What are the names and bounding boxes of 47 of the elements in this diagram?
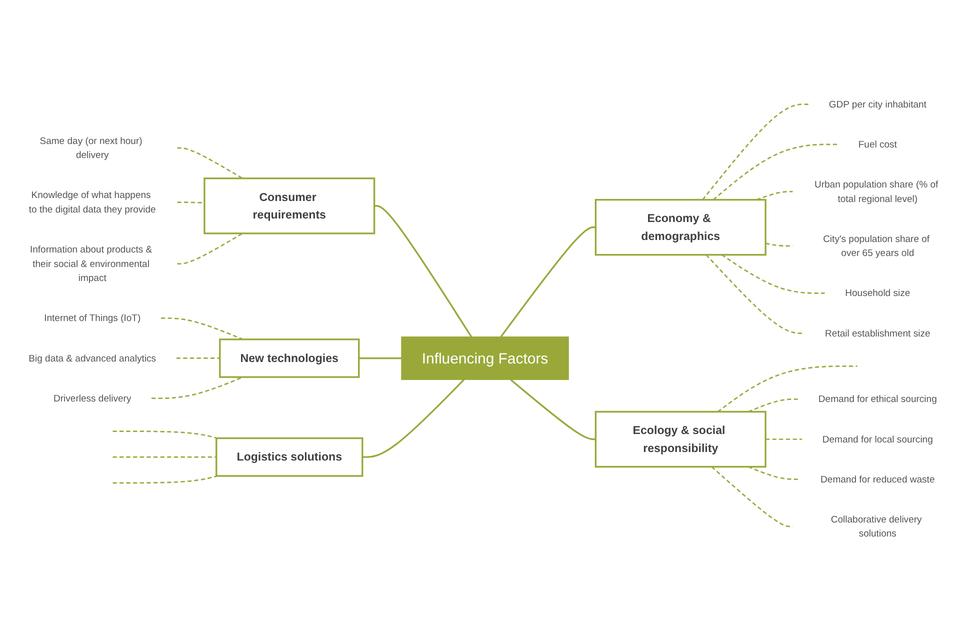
node-text: Knowledge of what happens to the digital data they provide — [28, 189, 156, 215]
connector — [721, 254, 825, 294]
node-box: Economy & demographics — [594, 198, 766, 256]
connector — [374, 205, 472, 338]
connector — [702, 104, 808, 200]
node-box: New technologies — [219, 338, 360, 378]
connector — [177, 202, 204, 204]
connector — [712, 144, 838, 200]
node-text: Retail establishment size — [825, 327, 930, 338]
node-text: Information about products & their social & environmental impact — [30, 244, 152, 284]
connector — [766, 438, 802, 440]
connector — [161, 317, 244, 340]
node-text: Big data & advanced analytics — [28, 352, 156, 364]
node-text: Demand for reduced waste — [820, 474, 935, 484]
connector — [717, 366, 858, 412]
connector — [765, 242, 793, 247]
node-text: Internet of Things (IoT) — [44, 312, 141, 324]
node-box: Ecology & social responsibility — [594, 410, 766, 468]
connector — [510, 378, 596, 440]
node-text: Urban population share (% of total regional level) — [814, 178, 938, 204]
connector — [711, 466, 793, 528]
connector — [748, 466, 800, 480]
connector — [152, 376, 244, 399]
connector — [177, 232, 243, 264]
node-text: Fuel cost — [858, 138, 897, 150]
node-text: Same day (or next hour) delivery — [40, 135, 142, 160]
connector — [112, 475, 218, 484]
node-box: Influencing Factors — [401, 336, 569, 380]
node-box: Consumer requirements — [204, 178, 376, 234]
node-text: Collaborative delivery solutions — [830, 514, 922, 539]
connector — [112, 430, 218, 439]
node-text: GDP per city inhabitant — [828, 98, 926, 110]
connector — [748, 398, 798, 412]
connector — [358, 357, 402, 360]
connector — [756, 190, 793, 200]
node-text: Demand for ethical sourcing — [818, 393, 937, 404]
connector — [706, 254, 805, 334]
connector — [177, 147, 243, 179]
connector — [112, 456, 216, 458]
connector — [176, 358, 220, 359]
node-text: Driverless delivery — [54, 392, 132, 404]
node-text: Demand for local sourcing — [822, 433, 933, 444]
node-text: City's population share of over 65 years old — [823, 233, 930, 258]
node-text: Household size — [845, 287, 910, 298]
node-box: Logistics solutions — [216, 437, 364, 477]
connector — [500, 226, 596, 338]
connector — [362, 379, 465, 458]
